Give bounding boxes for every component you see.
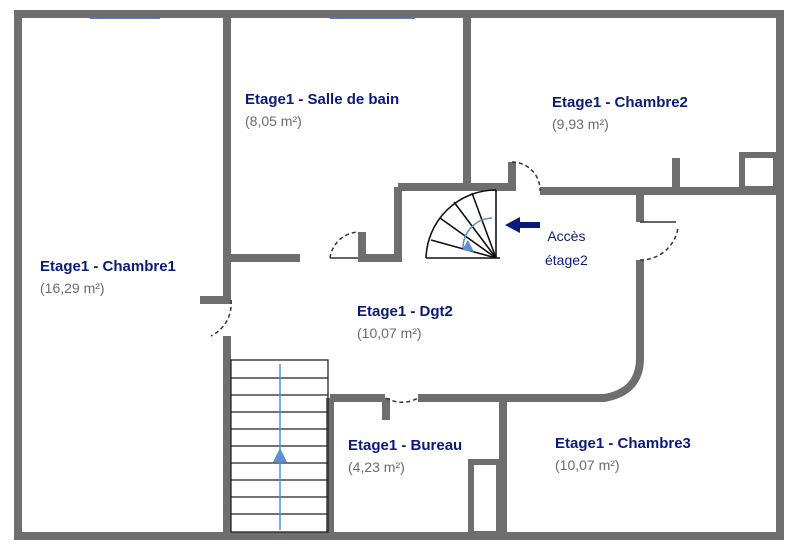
exterior-wall: [14, 10, 784, 540]
room-chambre3: Etage1 - Chambre3 (10,07 m²): [555, 435, 691, 473]
room-area: (10,07 m²): [555, 457, 620, 473]
room-name: Etage1 - Chambre3: [555, 435, 691, 452]
partition-wall: [505, 260, 644, 402]
room-area: (10,07 m²): [357, 325, 422, 341]
door-swing: [329, 231, 359, 259]
room-chambre2: Etage1 - Chambre2 (9,93 m²): [552, 94, 688, 132]
room-name: Etage1 - Dgt2: [357, 303, 453, 320]
room-name: Etage1 - Chambre2: [552, 94, 688, 111]
stair-direction-arrow-icon: [273, 448, 287, 462]
room-area: (4,23 m²): [348, 459, 405, 475]
access-note: Accès étage2: [545, 224, 588, 272]
room-bureau: Etage1 - Bureau (4,23 m²): [348, 437, 462, 475]
room-area: (9,93 m²): [552, 116, 609, 132]
door-swing: [385, 397, 419, 404]
access-note-line2: étage2: [545, 252, 588, 268]
spiral-stair: [425, 189, 500, 259]
access-arrow-icon: [505, 217, 540, 233]
room-chambre1: Etage1 - Chambre1 (16,29 m²): [40, 258, 176, 296]
door-swing: [511, 161, 541, 192]
room-dgt2: Etage1 - Dgt2 (10,07 m²): [357, 303, 453, 341]
door-swing: [639, 227, 679, 261]
access-note-line1: Accès: [547, 228, 586, 244]
walls: [14, 10, 784, 540]
room-area: (16,29 m²): [40, 280, 105, 296]
room-name: Etage1 - Chambre1: [40, 258, 176, 275]
room-name: Etage1 - Bureau: [348, 437, 463, 454]
room-name: Etage1 - Salle de bain: [245, 91, 400, 108]
closet-wall: [739, 152, 779, 192]
room-salle-de-bain: Etage1 - Salle de bain (8,05 m²): [245, 91, 399, 129]
door-swing: [210, 299, 232, 337]
cupboard-wall: [468, 459, 502, 537]
room-area: (8,05 m²): [245, 113, 302, 129]
stair-arrowhead: [462, 240, 474, 252]
doors: [210, 161, 679, 404]
